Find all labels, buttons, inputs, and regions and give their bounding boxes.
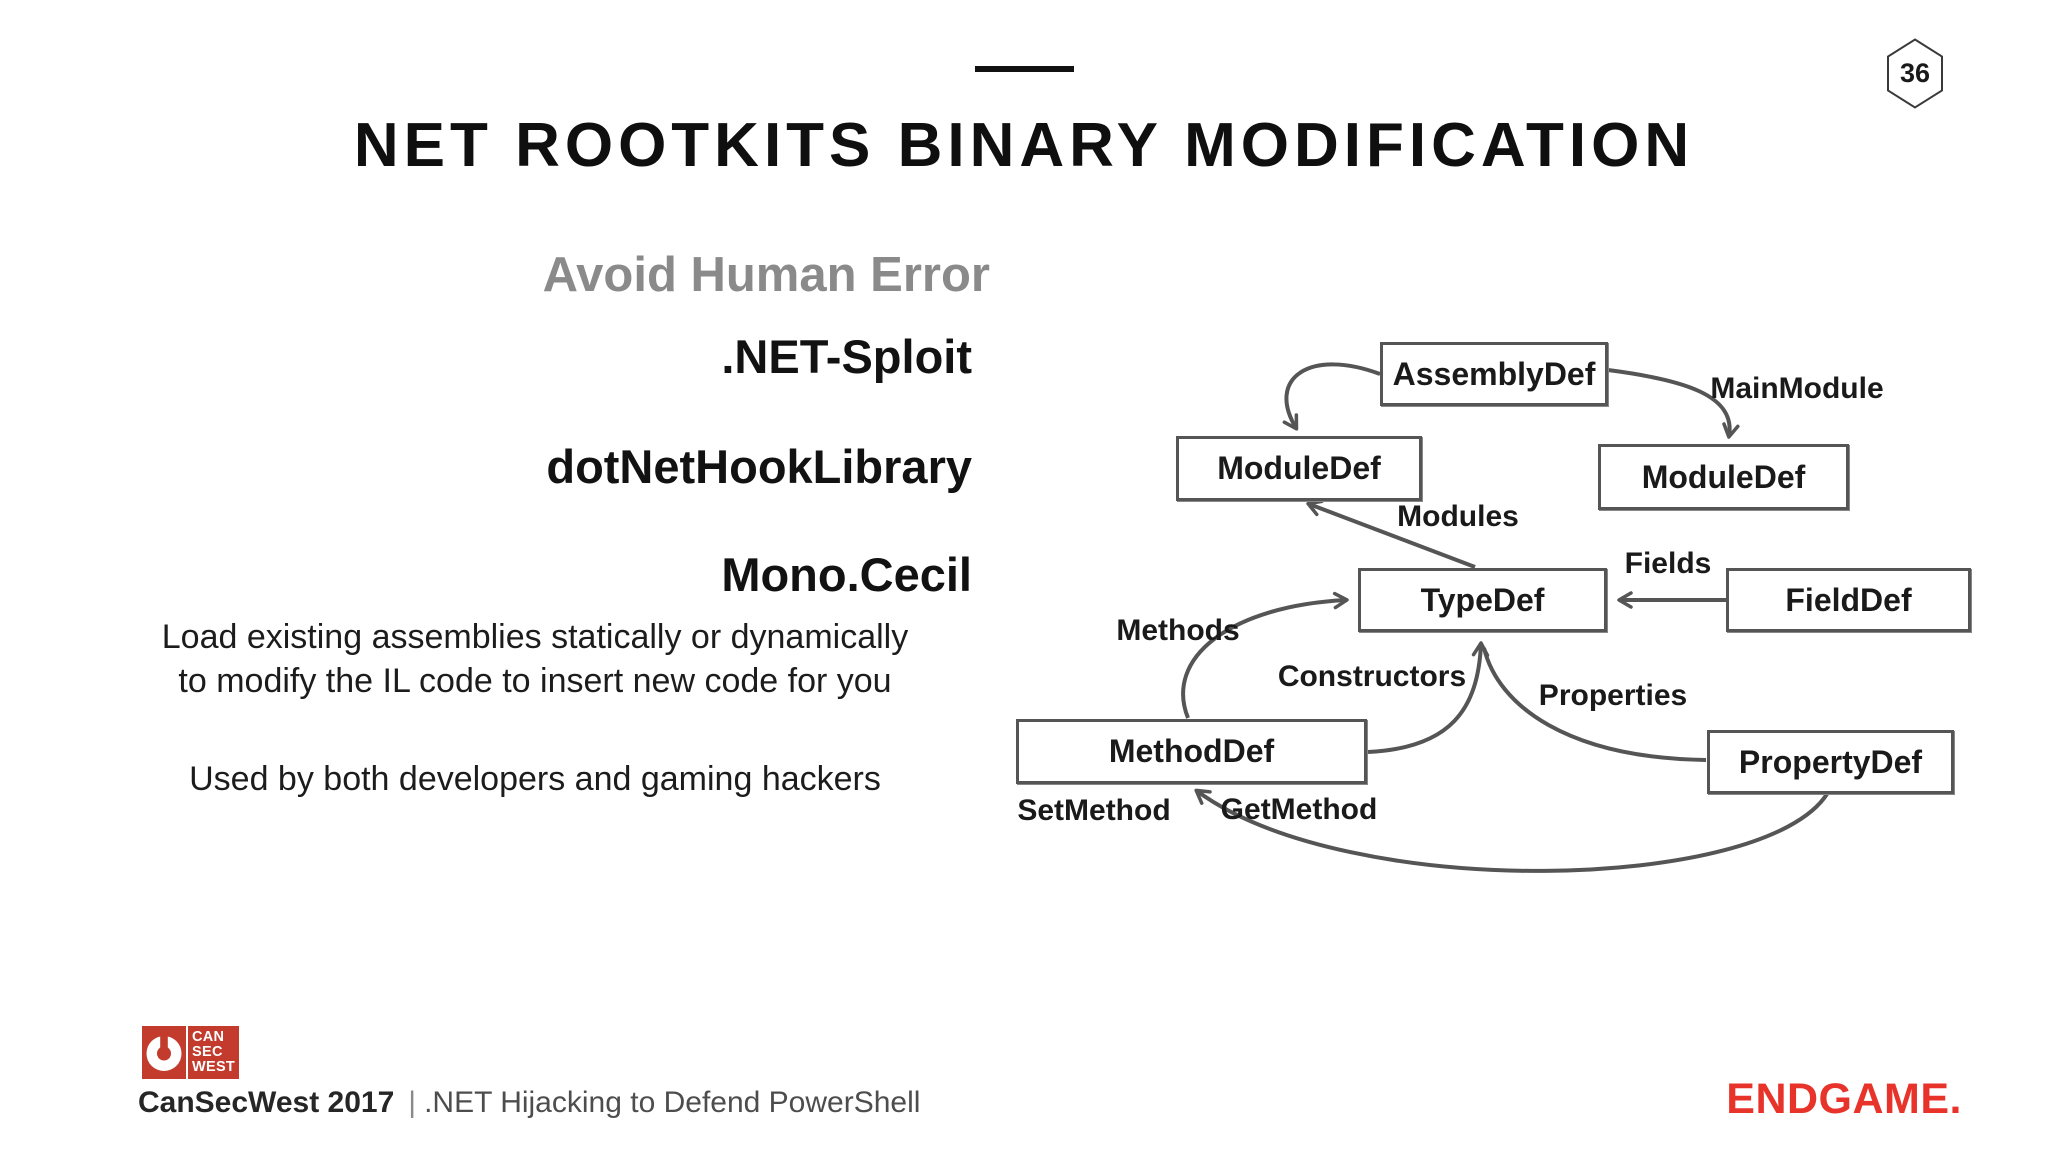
footer-separator: |	[408, 1086, 417, 1119]
box-moduledef-left: ModuleDef	[1176, 436, 1422, 501]
talk-title: .NET Hijacking to Defend PowerShell	[424, 1086, 921, 1119]
arrow-assembly-to-moduledef-left	[1282, 362, 1381, 431]
arrow-assembly-to-moduledef-right	[1607, 368, 1740, 439]
page-number-badge: 36	[1886, 38, 1944, 109]
edge-label-methods: Methods	[1116, 614, 1240, 647]
box-methoddef: MethodDef	[1016, 719, 1367, 784]
conference-name: CanSecWest 2017	[138, 1086, 395, 1119]
tool-dotnethooklibrary: dotNetHookLibrary	[546, 440, 972, 493]
arrow-modules-typedef-to-moduledef	[1306, 499, 1476, 569]
edge-label-constructors: Constructors	[1277, 660, 1467, 693]
edge-label-getmethod: GetMethod	[1220, 793, 1378, 826]
description-line-1: Load existing assemblies statically or d…	[161, 618, 909, 656]
curve-properties-propertydef-to-typedef	[1482, 647, 1707, 762]
cansecwest-logo-text: CAN SEC WEST	[188, 1026, 239, 1079]
cansecwest-logo: CAN SEC WEST	[142, 1026, 239, 1079]
subtitle: Avoid Human Error	[542, 248, 990, 302]
box-assemblydef: AssemblyDef	[1380, 342, 1608, 406]
description-paragraph: Load existing assemblies statically or d…	[90, 616, 980, 703]
edge-label-properties: Properties	[1538, 679, 1688, 712]
arrow-getset-propertydef-to-methoddef	[1194, 788, 1829, 873]
edge-label-fields: Fields	[1624, 547, 1712, 580]
arrow-constructors-methoddef-to-typedef	[1367, 641, 1490, 754]
tool-net-sploit: .NET-Sploit	[721, 330, 972, 383]
hexagon-icon	[1887, 38, 1943, 109]
arrow-methods-methoddef-to-typedef	[1181, 591, 1349, 719]
endgame-logo: ENDGAME.	[1726, 1075, 1962, 1123]
box-fielddef: FieldDef	[1726, 568, 1971, 632]
edge-label-mainmodule: MainModule	[1710, 372, 1884, 405]
page-number: 36	[1899, 58, 1931, 88]
slide-title: NET ROOTKITS BINARY MODIFICATION	[353, 111, 1695, 180]
tool-mono-cecil: Mono.Cecil	[721, 548, 972, 601]
box-moduledef-right: ModuleDef	[1598, 444, 1849, 510]
cansecwest-logo-icon	[142, 1026, 186, 1079]
edge-label-modules: Modules	[1397, 500, 1519, 533]
title-dash-decoration	[975, 66, 1074, 72]
description-line-2: to modify the IL code to insert new code…	[178, 661, 892, 700]
edge-label-setmethod: SetMethod	[1017, 794, 1171, 827]
note-paragraph: Used by both developers and gaming hacke…	[189, 760, 881, 798]
footer-text: CanSecWest 2017 |.NET Hijacking to Defend…	[138, 1088, 920, 1118]
box-propertydef: PropertyDef	[1707, 730, 1954, 794]
box-typedef: TypeDef	[1358, 568, 1607, 632]
